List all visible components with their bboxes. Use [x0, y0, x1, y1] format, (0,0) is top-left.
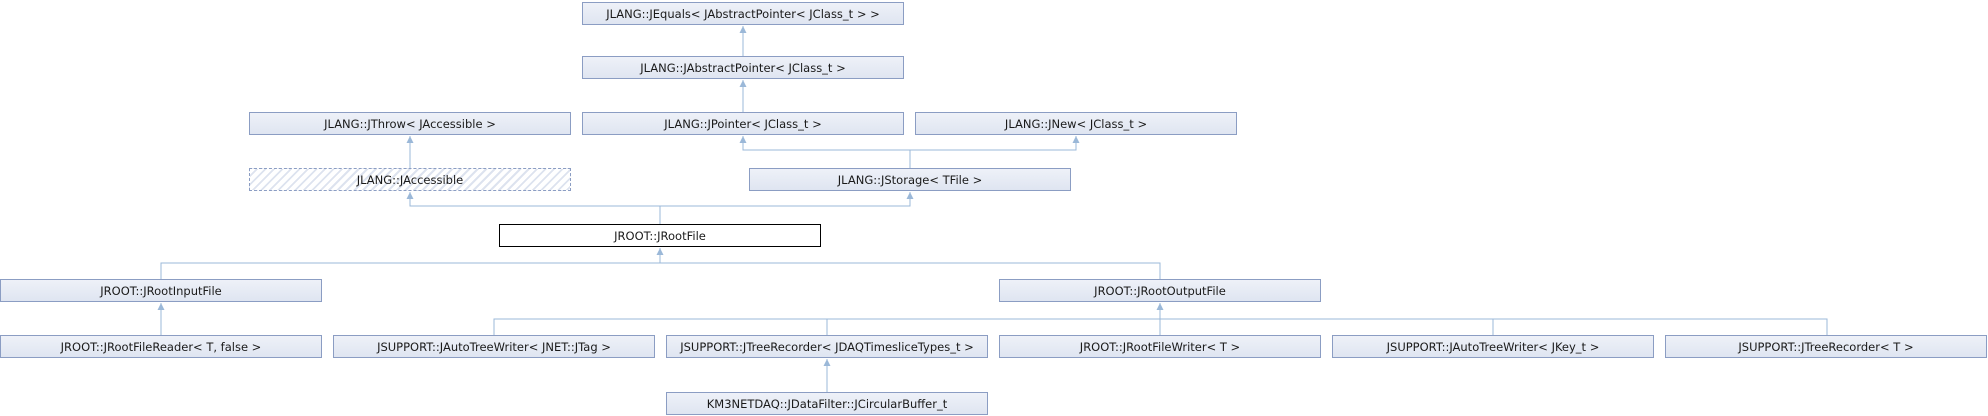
- node-jrootoutputfile[interactable]: JROOT::JRootOutputFile: [999, 279, 1321, 302]
- arrow-jequals: [739, 26, 747, 33]
- arrow-jabstractpointer: [739, 80, 747, 87]
- arrow-jthrow: [406, 136, 414, 143]
- arrow-jnew: [1072, 136, 1080, 143]
- arrow-jrootinputfile: [157, 303, 165, 310]
- node-jautotreewriter-jtag[interactable]: JSUPPORT::JAutoTreeWriter< JNET::JTag >: [333, 335, 655, 358]
- arrow-jpointer: [739, 136, 747, 143]
- arrow-jstorage: [906, 192, 914, 199]
- node-jstorage[interactable]: JLANG::JStorage< TFile >: [749, 168, 1071, 191]
- arrow-jrootfile: [656, 248, 664, 255]
- node-jrootfilewriter[interactable]: JROOT::JRootFileWriter< T >: [999, 335, 1321, 358]
- edge-jstorage-jnew: [910, 136, 1077, 151]
- node-jthrow[interactable]: JLANG::JThrow< JAccessible >: [249, 112, 571, 135]
- arrow-jtreerecorder-jdaq: [823, 359, 831, 366]
- arrow-jaccessible: [406, 192, 414, 199]
- edge-jrootoutputfile-jrootfile: [660, 262, 1161, 279]
- node-jpointer[interactable]: JLANG::JPointer< JClass_t >: [582, 112, 904, 135]
- node-jequals[interactable]: JLANG::JEquals< JAbstractPointer< JClass…: [582, 2, 904, 25]
- arrow-jrootoutputfile: [1156, 303, 1164, 310]
- edge-jrootinputfile-jrootfile: [160, 248, 661, 279]
- node-jtreerecorder-t[interactable]: JSUPPORT::JTreeRecorder< T >: [1665, 335, 1987, 358]
- edge-jrootfile-jaccessible: [409, 192, 661, 224]
- node-jrootinputfile[interactable]: JROOT::JRootInputFile: [0, 279, 322, 302]
- node-jcircularbuffer[interactable]: KM3NETDAQ::JDataFilter::JCircularBuffer_…: [666, 392, 988, 415]
- node-jnew[interactable]: JLANG::JNew< JClass_t >: [915, 112, 1237, 135]
- node-jaccessible[interactable]: JLANG::JAccessible: [249, 168, 571, 191]
- node-jrootfilereader[interactable]: JROOT::JRootFileReader< T, false >: [0, 335, 322, 358]
- node-jautotreewriter-jkey[interactable]: JSUPPORT::JAutoTreeWriter< JKey_t >: [1332, 335, 1654, 358]
- edge-jrootfile-jstorage: [660, 192, 911, 207]
- edge-jstorage-jpointer: [742, 136, 911, 168]
- node-jrootfile: JROOT::JRootFile: [499, 224, 821, 247]
- node-jabstractpointer[interactable]: JLANG::JAbstractPointer< JClass_t >: [582, 56, 904, 79]
- node-jtreerecorder-jdaq[interactable]: JSUPPORT::JTreeRecorder< JDAQTimesliceTy…: [666, 335, 988, 358]
